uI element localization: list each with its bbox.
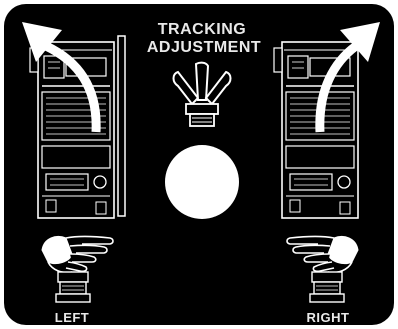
left-label: LEFT xyxy=(55,310,90,325)
dial-circle-icon xyxy=(165,145,239,219)
title-line-2: ADJUSTMENT xyxy=(147,39,261,56)
title-line-1: TRACKING xyxy=(158,21,246,38)
right-label: RIGHT xyxy=(307,310,350,325)
